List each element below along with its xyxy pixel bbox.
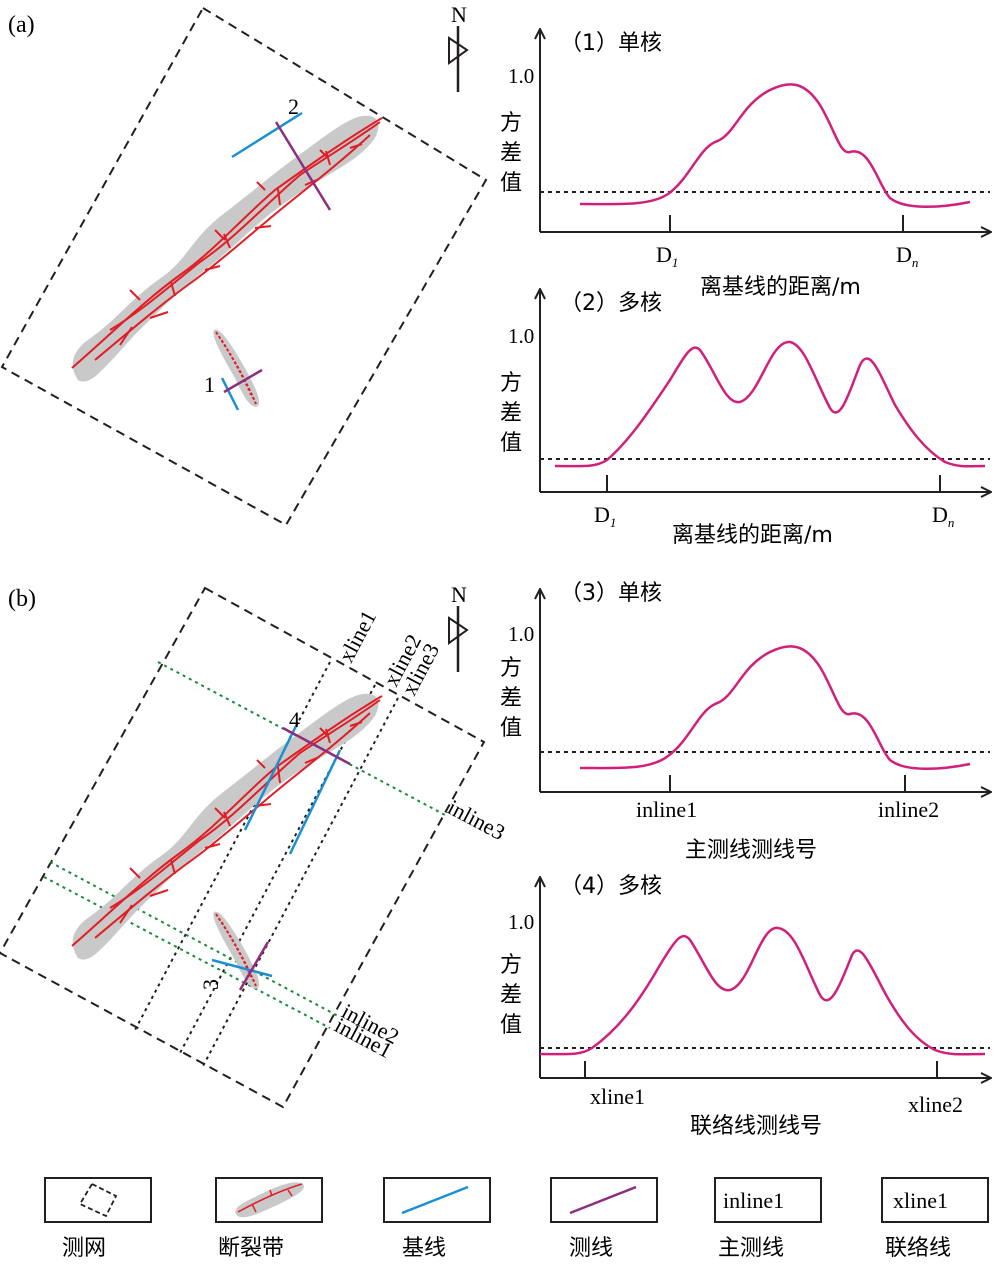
survey-line-2-a [274,121,332,211]
plot-4-ylabel-1: 方 [500,953,522,978]
fault-zone-icon [235,1182,304,1218]
plot-2-xlabel: 离基线的距离/m [672,523,833,548]
survey-line-2-label: 2 [288,94,299,119]
plot-4-mark-right: xline2 [908,1092,963,1117]
baseline-4b-b [288,749,342,855]
svg-text:主测线: 主测线 [718,1236,784,1261]
survey-line-4-b [282,726,351,766]
survey-line-1-label: 1 [204,372,215,397]
main-line-box-text: inline1 [723,1188,784,1213]
cross-line-box-text: xline1 [893,1188,948,1213]
survey-grid-a [0,6,488,527]
plot-1-title: （1）单核 [560,31,662,56]
panel-b: (b) N [0,582,510,1109]
plot-1-ylabel-2: 差 [500,141,522,166]
plot-2-ylabel-1: 方 [500,371,522,396]
legend-item-cross-line: xline1 联络线 [881,1177,989,1261]
panel-b-label: (b) [8,586,36,612]
plot-4-mark-left: xline1 [590,1084,645,1109]
panel-a: (a) N 2 1 [0,2,488,527]
plot-3-ytick: 1.0 [508,622,534,646]
baseline-4a-b [243,725,298,831]
fault-zone-main-a [71,115,383,382]
plot-1: （1）单核 1.0 方 差 值 D1 Dn 离基线的距离/m [500,30,990,300]
plot-1-mark-left: D1 [656,242,678,270]
plot-1-ytick: 1.0 [508,64,534,88]
plot-4-ylabel-3: 值 [500,1013,522,1038]
north-arrow-icon: N [448,2,469,92]
legend-item-fault-zone: 断裂带 [215,1177,323,1261]
plot-3-mark-right: inline2 [878,797,939,822]
svg-text:联络线: 联络线 [885,1236,951,1261]
plot-2-mark-left: D1 [594,502,616,530]
plot-4-ylabel-2: 差 [500,983,522,1008]
baseline-3-b [211,958,273,978]
plot-1-xlabel: 离基线的距离/m [700,275,861,300]
survey-line-3-label: 3 [198,979,223,990]
baseline-icon [401,1185,469,1215]
svg-text:断裂带: 断裂带 [218,1236,284,1261]
plot-4: （4）多核 1.0 方 差 值 xline1 xline2 联络线测线号 [500,874,990,1139]
plot-3-ylabel-1: 方 [500,656,522,681]
plot-3: （3）单核 1.0 方 差 值 inline1 inline2 主测线测线号 [500,581,990,863]
fault-zone-small-a [213,329,260,407]
plot-3-title: （3）单核 [560,581,662,606]
legend-item-main-line: inline1 主测线 [714,1177,822,1261]
survey-grid-b [0,586,486,1109]
plot-4-title: （4）多核 [560,874,662,899]
plot-3-ylabel-2: 差 [500,686,522,711]
svg-text:测线: 测线 [569,1236,613,1261]
inline3-label: inline3 [444,794,510,845]
plot-3-xlabel: 主测线测线号 [685,838,817,863]
plot-2-ylabel-3: 值 [500,431,522,456]
plot-1-ylabel-3: 值 [500,171,522,196]
baseline-2-a [231,111,303,159]
plot-2-title: （2）多核 [560,291,662,316]
plot-4-xlabel: 联络线测线号 [690,1114,822,1139]
plot-2-ytick: 1.0 [508,324,534,348]
plot-2-mark-right: Dn [932,502,954,530]
plot-1-mark-right: Dn [896,242,918,270]
svg-text:N: N [451,582,467,607]
survey-line-4-label: 4 [289,707,300,732]
legend-item-survey-grid: 测网 [44,1177,152,1261]
xline1-label: xline1 [333,606,381,666]
svg-text:测网: 测网 [62,1236,106,1261]
plot-2: （2）多核 1.0 方 差 值 D1 Dn 离基线的距离/m [500,290,990,548]
plot-1-ylabel-1: 方 [500,111,522,136]
plot-3-mark-left: inline1 [636,797,697,822]
svg-text:N: N [451,2,467,27]
panel-a-label: (a) [8,12,35,38]
svg-text:基线: 基线 [402,1236,446,1261]
legend: 测网 断裂带 基线 测线 inline1 主测线 xline1 联络线 [44,1177,989,1261]
plot-4-ytick: 1.0 [508,910,534,934]
survey-line-icon [569,1185,637,1215]
survey-line-3-b [238,941,270,991]
legend-item-baseline: 基线 [383,1177,491,1261]
legend-item-survey-line: 测线 [550,1177,658,1261]
plot-3-ylabel-3: 值 [500,716,522,741]
survey-line-1-a [223,368,263,394]
plot-2-ylabel-2: 差 [500,401,522,426]
survey-grid-icon [78,1182,118,1218]
baseline-1-a [220,377,240,411]
north-arrow-icon-b: N [448,582,469,672]
fault-zone-main-b [71,693,383,960]
